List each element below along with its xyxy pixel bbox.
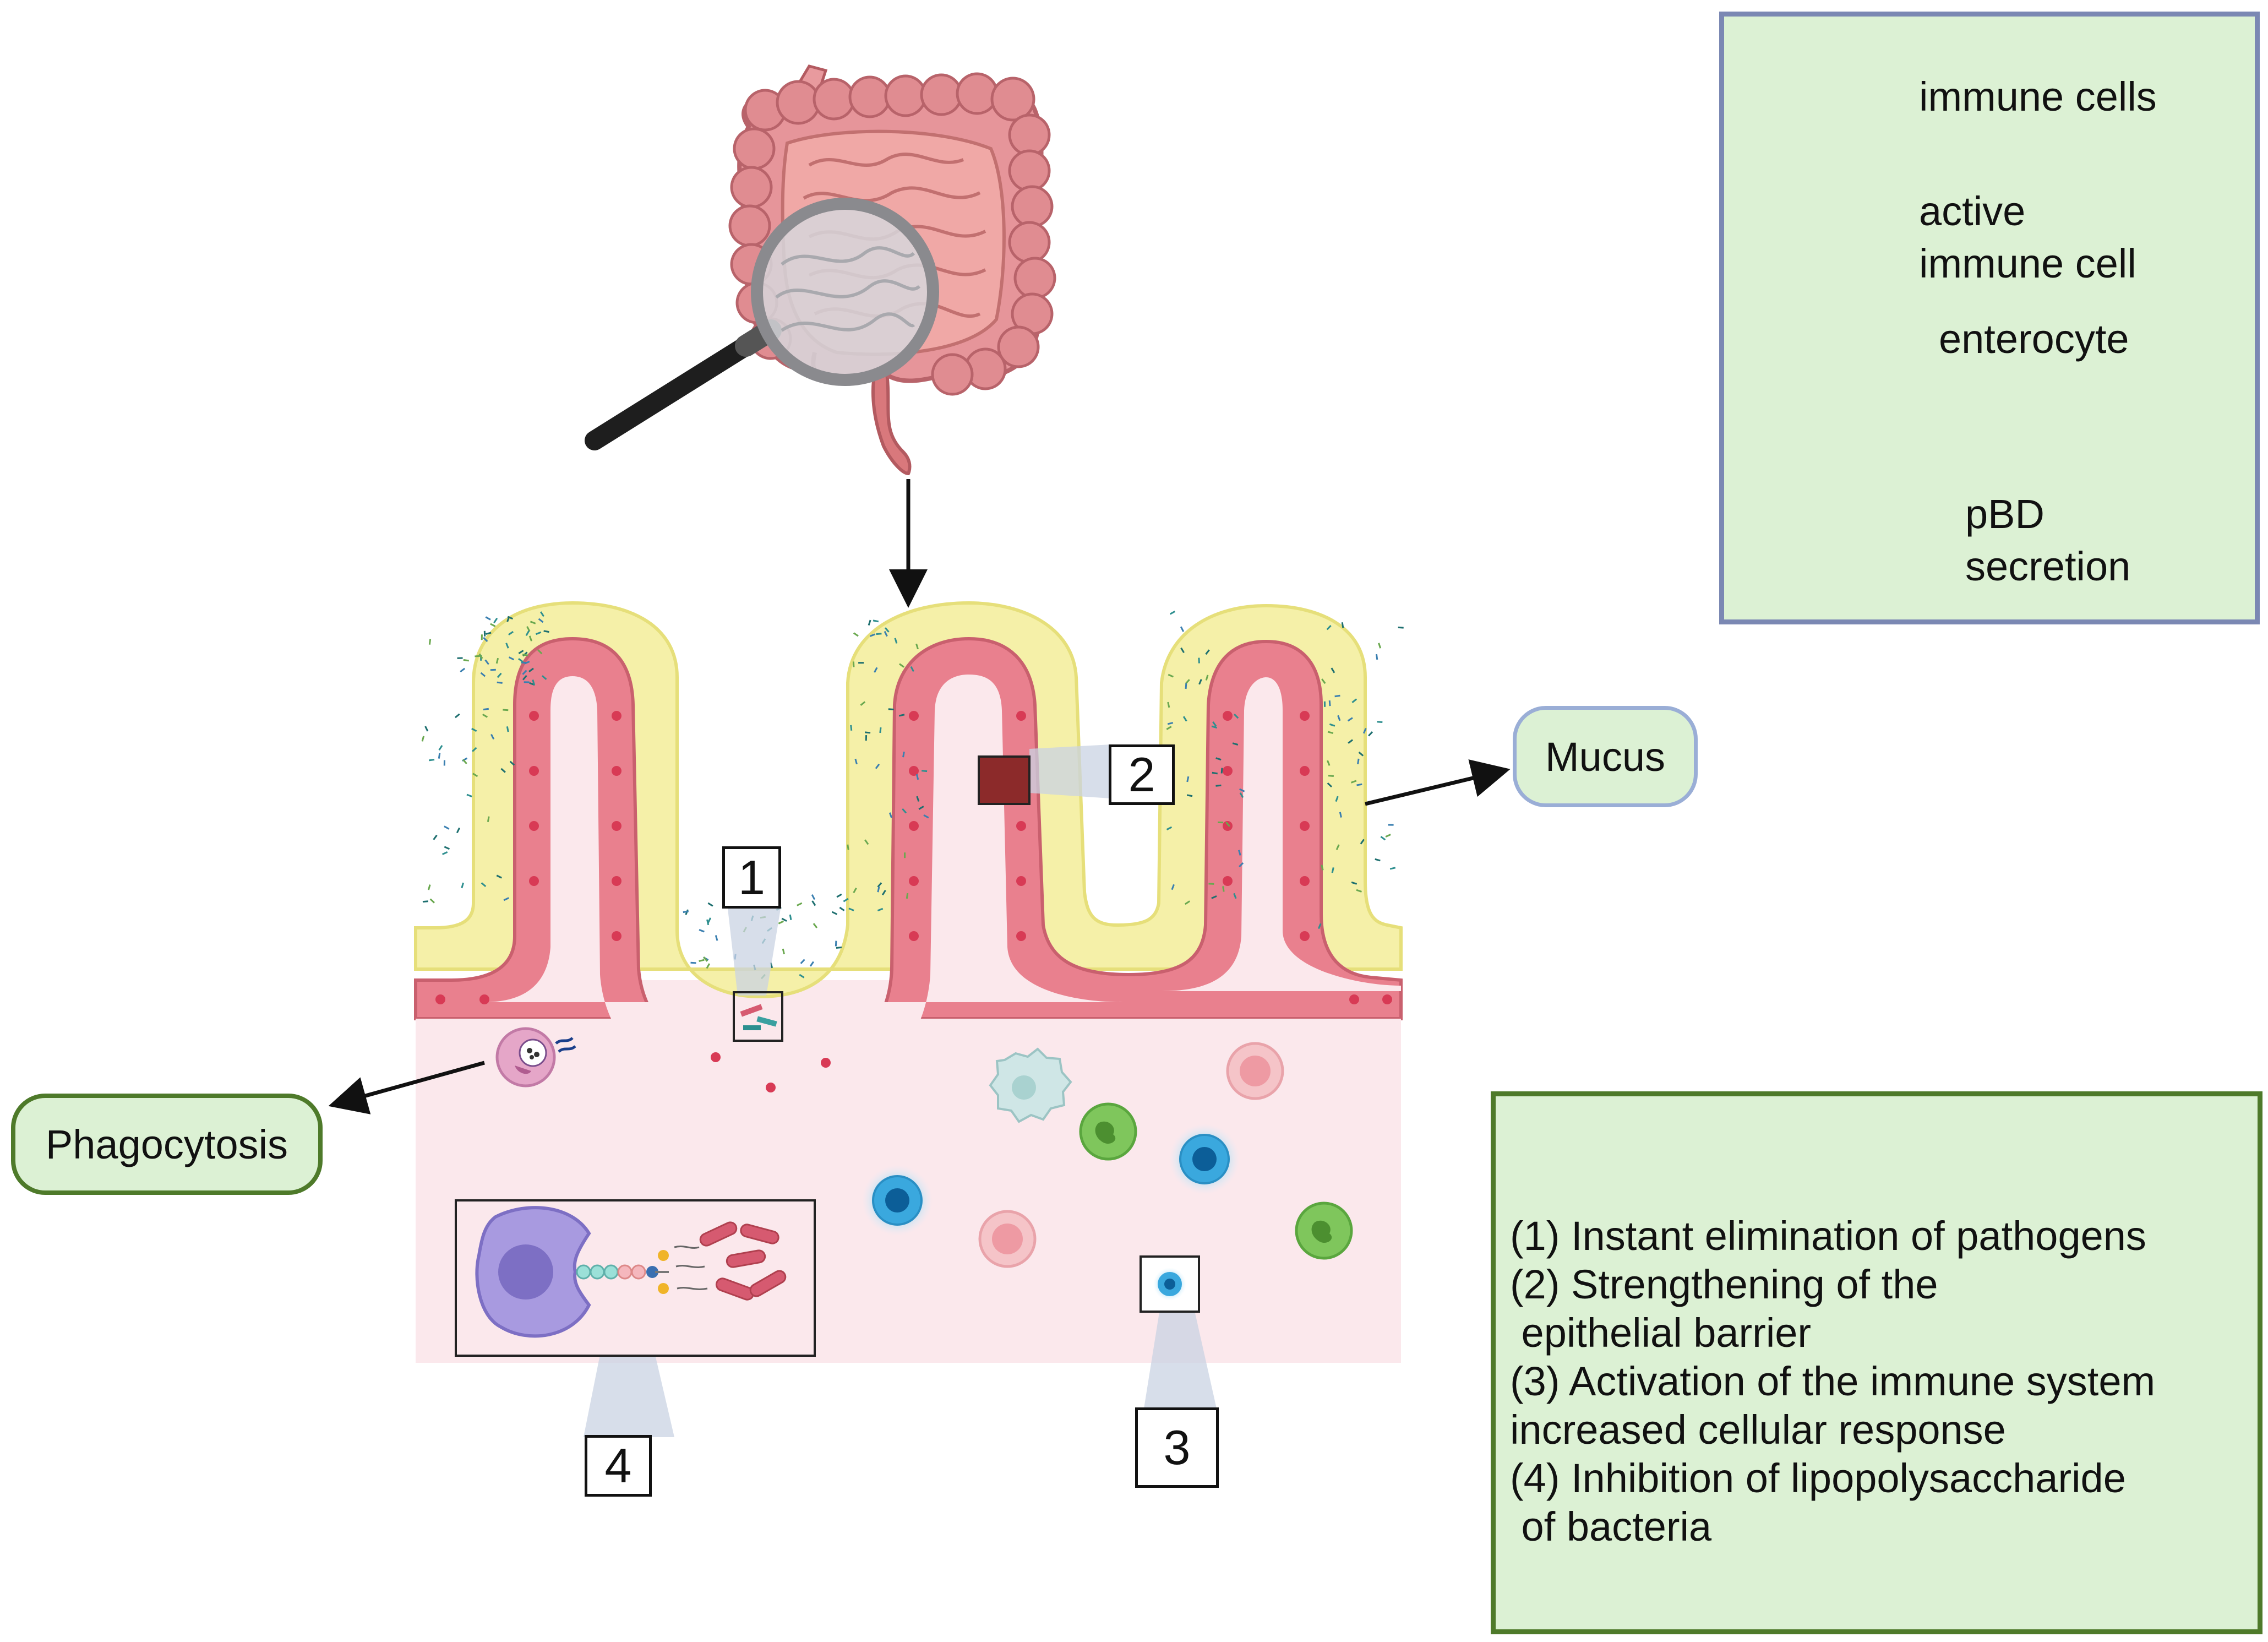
callout-number-4: 4 [585, 1435, 652, 1497]
callout-number-1: 1 [722, 846, 781, 909]
summary-line: of bacteria [1510, 1504, 1712, 1549]
legend-active-line2: immune cell [1919, 241, 2136, 286]
arrow-to-mucus [1365, 759, 1511, 806]
bacteria-icon [699, 1221, 787, 1301]
legend-immune-cells: immune cells [1919, 74, 2157, 119]
callout-number-2: 2 [1109, 744, 1175, 805]
detail-box-2 [978, 755, 1031, 805]
summary-list: (1) Instant elimination of pathogens (2)… [1510, 1212, 2155, 1551]
legend-pbd-line2: secretion [1965, 543, 2131, 589]
summary-line: (2) Strengthening of the [1510, 1262, 1938, 1307]
legend-active-line1: active [1919, 188, 2026, 234]
summary-line: (4) Inhibition of lipopolysaccharide [1510, 1455, 2126, 1501]
callout-number-3: 3 [1135, 1407, 1219, 1488]
detail-box-1 [733, 991, 783, 1042]
mucus-label: Mucus [1513, 706, 1698, 807]
phagocyte-icon [495, 1027, 576, 1088]
immune-cell-icon [978, 1042, 1353, 1268]
summary-panel: (1) Instant elimination of pathogens (2)… [1491, 1091, 2262, 1634]
summary-line: epithelial barrier [1510, 1310, 1812, 1356]
legend-pbd-line1: pBD [1965, 491, 2045, 537]
legend-panel [1719, 12, 2260, 624]
summary-line: (3) Activation of the immune system [1510, 1358, 2156, 1404]
callout-wedges [584, 744, 1217, 1437]
summary-line: (1) Instant elimination of pathogens [1510, 1213, 2146, 1259]
phagocytosis-label: Phagocytosis [11, 1094, 323, 1195]
legend-enterocyte: enterocyte [1939, 316, 2129, 362]
active-immune-cell-icon [862, 1124, 1240, 1236]
arrow-to-phagocytosis [328, 1061, 485, 1114]
magnifier-icon [585, 198, 939, 450]
bacteria-icon [740, 1004, 777, 1030]
macrophage-icon [475, 1206, 669, 1338]
summary-line: increased cellular response [1510, 1407, 2006, 1453]
